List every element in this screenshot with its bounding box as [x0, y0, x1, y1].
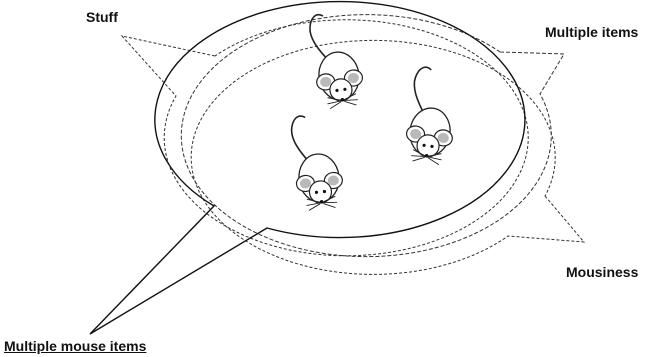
stuff-bubble — [122, 20, 528, 256]
label-multiple-items: Multiple items — [545, 24, 638, 40]
multiple-items-bubble — [181, 15, 564, 257]
mouse-1 — [307, 10, 366, 110]
label-stuff: Stuff — [86, 9, 118, 25]
mousiness-bubble — [191, 40, 584, 274]
mouse-3 — [289, 112, 345, 211]
label-multiple-mouse-items: Multiple mouse items — [4, 338, 146, 354]
label-mousiness: Mousiness — [566, 264, 638, 280]
mouse-2 — [403, 66, 462, 166]
